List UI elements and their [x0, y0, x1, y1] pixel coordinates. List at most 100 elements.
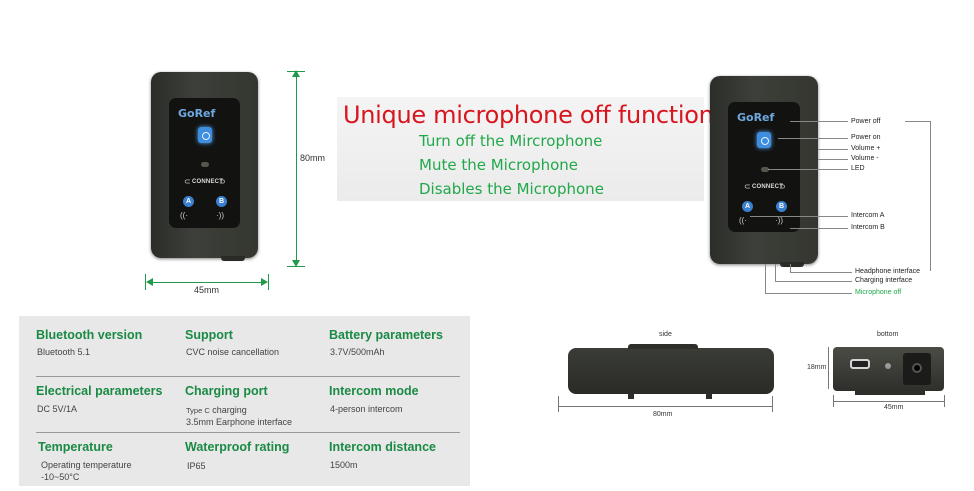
callout-line: [750, 216, 848, 217]
callout-line: [765, 264, 766, 293]
callout-power-on: Power on: [851, 134, 881, 141]
callout-line: [778, 138, 848, 139]
dimension-tick: [287, 266, 305, 267]
feature-item: Turn off the Mircrophone: [419, 132, 603, 150]
side-view-label: side: [659, 331, 672, 338]
callout-line: [790, 228, 848, 229]
feature-box: Unique microphone off function Turn off …: [337, 97, 714, 201]
spec-title: Support: [185, 328, 233, 342]
spec-title: Bluetooth version: [36, 328, 143, 342]
side-clip: [706, 393, 712, 399]
bottom-port: [221, 256, 245, 261]
callout-line: [775, 264, 776, 281]
spec-value: 3.7V/500mAh: [330, 347, 385, 357]
callout-volume-up: Volume +: [851, 145, 881, 152]
spec-value: 4-person intercom: [330, 404, 403, 414]
spec-value-prefix: Type C: [186, 406, 210, 415]
callout-led: LED: [851, 165, 865, 172]
intercom-a-button: A: [742, 201, 753, 212]
side-button: [628, 344, 698, 349]
dimension-tick: [145, 274, 146, 290]
spec-value: Type C charging: [186, 405, 247, 416]
device-side-view: [568, 348, 774, 394]
bottom-view-label: bottom: [877, 331, 899, 338]
dimension-arrow: [292, 70, 300, 77]
wave-icon: ⊃: [779, 182, 786, 191]
spec-divider: [36, 376, 460, 377]
mic-switch: [885, 363, 891, 369]
spec-value: DC 5V/1A: [37, 404, 78, 414]
callout-line: [768, 169, 848, 170]
callout-line: [790, 264, 791, 272]
led-indicator: [761, 167, 769, 172]
intercom-b-button: B: [776, 201, 787, 212]
dimension-line: [828, 347, 829, 389]
callout-line: [775, 281, 852, 282]
dimension-tick: [558, 396, 559, 412]
spec-table: Bluetooth version Bluetooth 5.1 Support …: [19, 316, 470, 486]
wave-icon: ((·: [180, 211, 188, 220]
dimension-arrow: [292, 260, 300, 267]
callout-power-off: Power off: [851, 118, 881, 125]
dimension-tick: [287, 71, 305, 72]
wave-icon: ·)): [775, 216, 783, 225]
callout-line: [818, 159, 848, 160]
callout-intercom-a: Intercom A: [851, 212, 885, 219]
callout-mic-off: Microphone off: [855, 289, 902, 296]
side-length-label: 80mm: [653, 411, 673, 418]
callout-charging: Charging interface: [855, 277, 913, 284]
brand-logo: GoRef: [178, 107, 216, 120]
power-icon: [757, 132, 771, 148]
spec-value: 3.5mm Earphone interface: [186, 417, 293, 427]
headline-title: Unique microphone off function: [343, 101, 714, 129]
dimension-line: [833, 401, 944, 402]
side-clip: [628, 393, 634, 399]
spec-title: Intercom mode: [329, 384, 419, 398]
dimension-arrow: [146, 278, 153, 286]
dimension-line: [296, 74, 297, 262]
callout-volume-down: Volume -: [851, 155, 879, 162]
device-front-left: GoRef CONNECT ⊂ ⊃ A B ((· ·)): [151, 72, 258, 261]
spec-title: Waterproof rating: [185, 440, 290, 454]
dimension-tick: [944, 395, 945, 407]
spec-value: -10~50°C: [41, 472, 80, 482]
dimension-line: [150, 282, 264, 283]
wave-icon: ⊂: [744, 182, 751, 191]
spec-title: Temperature: [38, 440, 113, 454]
intercom-a-button: A: [183, 196, 194, 207]
callout-line: [930, 121, 931, 271]
bottom-clip: [855, 390, 925, 395]
spec-value: CVC noise cancellation: [186, 347, 280, 357]
callout-line: [790, 121, 848, 122]
headphone-jack-hole: [912, 363, 922, 373]
dimension-tick: [772, 396, 773, 412]
callout-line: [765, 293, 852, 294]
spec-value-text: charging: [209, 405, 247, 415]
device-front-right: GoRef CONNECT ⊂ ⊃ A B ((· ·)): [710, 76, 818, 267]
wave-icon: ·)): [216, 211, 224, 220]
connect-label: CONNECT: [752, 184, 784, 190]
brand-logo: GoRef: [737, 111, 775, 124]
wave-icon: ⊃: [219, 177, 226, 186]
spec-value: 1500m: [330, 460, 358, 470]
usb-port: [850, 359, 870, 369]
device-bottom-view: [833, 347, 944, 391]
spec-title: Charging port: [185, 384, 268, 398]
spec-title: Intercom distance: [329, 440, 436, 454]
width-label: 45mm: [194, 285, 220, 295]
callout-line: [818, 149, 848, 150]
callout-line: [790, 272, 852, 273]
spec-value: Bluetooth 5.1: [37, 347, 91, 357]
spec-value: Operating temperature: [41, 460, 132, 470]
spec-value: IP65: [187, 461, 206, 471]
feature-item: Disables the Microphone: [419, 180, 604, 198]
bottom-width-label: 45mm: [884, 404, 904, 411]
dimension-line: [558, 406, 772, 407]
callout-headphone: Headphone interface: [855, 268, 920, 275]
feature-item: Mute the Microphone: [419, 156, 579, 174]
wave-icon: ((·: [739, 216, 747, 225]
callout-line: [905, 121, 930, 122]
power-icon: [198, 127, 212, 143]
dimension-arrow: [261, 278, 268, 286]
spec-divider: [36, 432, 460, 433]
